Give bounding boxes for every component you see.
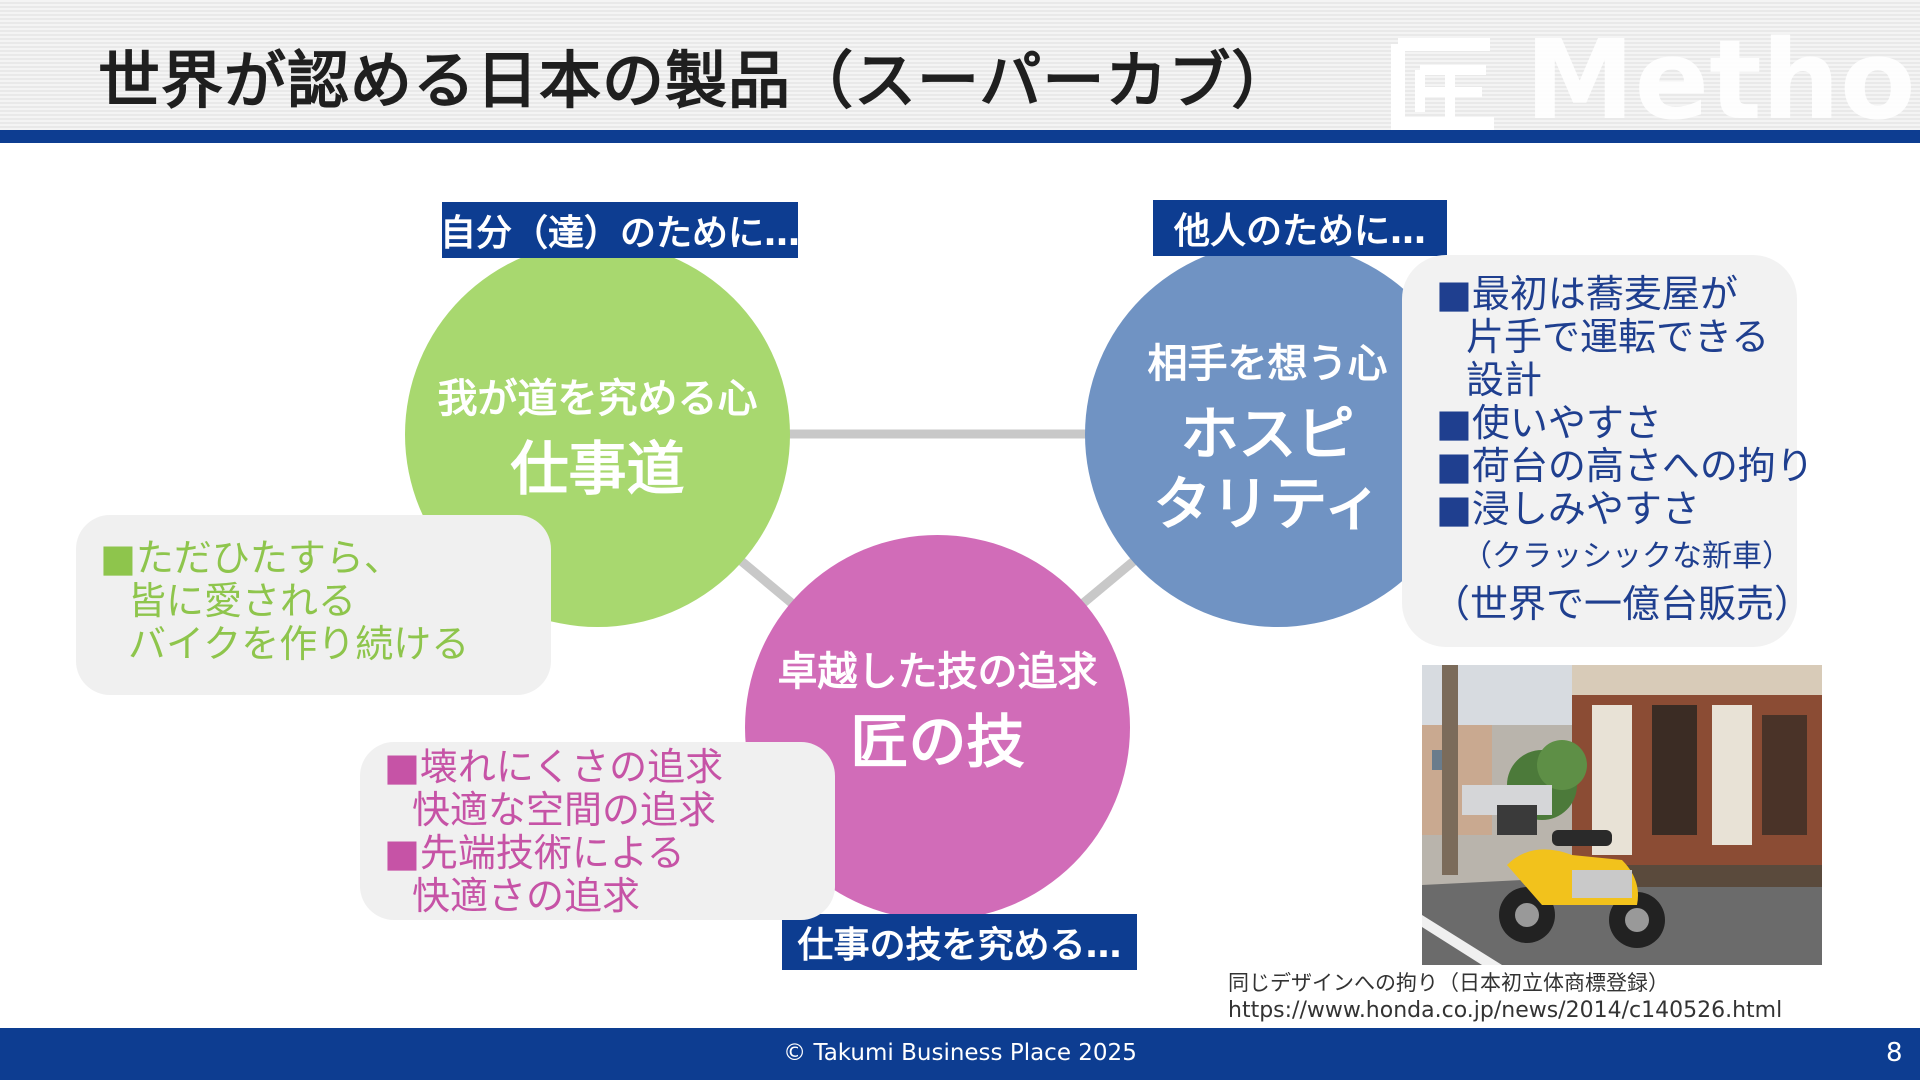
- page-title: 世界が認める日本の製品（スーパーカブ）: [98, 44, 1295, 117]
- callout-blue-line: （クラッシックな新車）: [1462, 539, 1792, 574]
- footer-bar: [0, 1028, 1920, 1080]
- callout-blue-line: ■最初は蕎麦屋が: [1436, 272, 1738, 316]
- callout-green-line: 皆に愛される: [128, 579, 357, 623]
- circle-title-line2: タリティ: [1153, 469, 1382, 538]
- watermark-text: Method: [1525, 16, 1920, 144]
- callout-pink-line: 快適さの追求: [412, 874, 641, 918]
- callout-blue: [1402, 255, 1797, 647]
- callout-blue-line: 片手で運転できる: [1466, 315, 1770, 359]
- source-link[interactable]: https://www.honda.co.jp/news/2014/c14052…: [1228, 998, 1783, 1023]
- callout-blue-line: （世界で一億台販売）: [1432, 582, 1813, 626]
- tag-master-skills: 仕事の技を究める…: [782, 914, 1137, 970]
- callout-blue-line: ■浸しみやすさ: [1436, 487, 1700, 531]
- callout-pink-line: ■先端技術による: [384, 831, 685, 875]
- super-cub-photo: [1422, 665, 1822, 965]
- tag-for-self: 自分（達）のために…: [440, 202, 800, 258]
- circle-subtitle: 我が道を究める心: [437, 375, 758, 422]
- tag-for-others: 他人のために…: [1153, 200, 1447, 256]
- header-divider: [0, 130, 1920, 143]
- photo-caption: 同じデザインへの拘り（日本初立体商標登録） https://www.honda.…: [1228, 970, 1782, 1024]
- takumi-logo-icon: [1391, 38, 1494, 130]
- page-number: 8: [1886, 1038, 1903, 1068]
- callout-pink: [360, 742, 835, 920]
- circle-title: 仕事道: [510, 434, 685, 503]
- callout-blue-line: 設計: [1466, 358, 1543, 402]
- connector-blue-pink: [1072, 556, 1138, 614]
- callout-green-line: ■ただひたすら、: [100, 536, 402, 580]
- callout-green-line: バイクを作り続ける: [128, 622, 470, 666]
- circle-title-line1: ホスピ: [1180, 399, 1355, 468]
- header-background: [0, 0, 1920, 130]
- callout-pink-line: ■壊れにくさの追求: [384, 745, 724, 789]
- copyright-text: © Takumi Business Place 2025: [783, 1040, 1137, 1066]
- callout-blue-line: ■荷台の高さへの拘り: [1436, 444, 1814, 488]
- circle-title: 匠の技: [850, 707, 1025, 776]
- circle-subtitle: 卓越した技の追求: [777, 648, 1098, 695]
- callout-pink-line: 快適な空間の追求: [412, 788, 717, 832]
- caption-line: 同じデザインへの拘り（日本初立体商標登録）: [1228, 971, 1669, 995]
- circle-subtitle: 相手を想う心: [1147, 340, 1388, 387]
- callout-green: [76, 515, 551, 695]
- callout-blue-line: ■使いやすさ: [1436, 401, 1662, 445]
